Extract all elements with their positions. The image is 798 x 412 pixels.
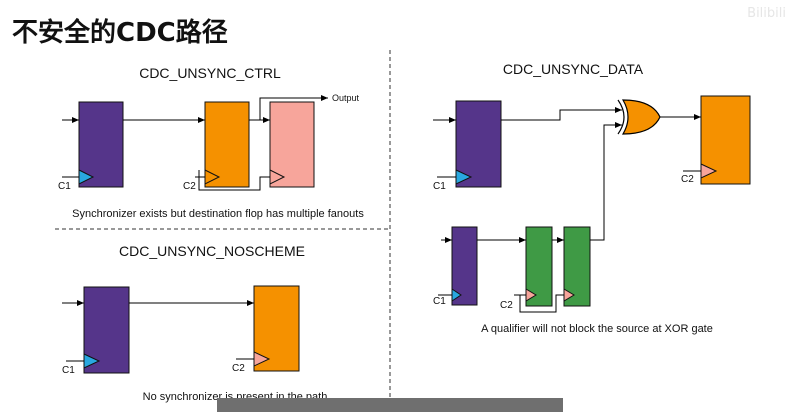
page-title: 不安全的CDC路径 xyxy=(12,18,228,48)
data-clock-c1-bottom: C1 xyxy=(433,296,446,307)
ctrl-source-flop xyxy=(78,101,124,188)
ctrl-sync-flop xyxy=(204,101,250,188)
ctrl-output-label: Output xyxy=(332,93,360,103)
panel-unsync-data: CDC_UNSYNC_DATA C1 C2 C1 C2 xyxy=(433,61,751,335)
panel-unsync-ctrl: CDC_UNSYNC_CTRL C1 C2 Output Synchronize… xyxy=(58,65,364,220)
ctrl-clock-c2: C2 xyxy=(183,181,196,192)
noscheme-title: CDC_UNSYNC_NOSCHEME xyxy=(119,243,305,259)
data-clock-c2-sync: C2 xyxy=(500,300,513,311)
data-source-flop xyxy=(455,100,502,188)
xor-gate xyxy=(617,99,661,135)
data-title: CDC_UNSYNC_DATA xyxy=(503,61,644,77)
data-clock-c1-top: C1 xyxy=(433,181,446,192)
noscheme-clock-c2: C2 xyxy=(232,363,245,374)
ctrl-clock-c1: C1 xyxy=(58,181,71,192)
ctrl-title: CDC_UNSYNC_CTRL xyxy=(139,65,281,81)
watermark: Bilibili xyxy=(747,6,786,21)
noscheme-clock-c1: C1 xyxy=(62,365,75,376)
panel-unsync-noscheme: CDC_UNSYNC_NOSCHEME C1 C2 No synchronize… xyxy=(62,243,327,403)
data-clock-c2-dst: C2 xyxy=(681,174,694,185)
ctrl-destination-flop xyxy=(269,101,315,188)
data-caption: A qualifier will not block the source at… xyxy=(481,323,713,335)
subtitle-bar xyxy=(217,398,563,412)
ctrl-caption: Synchronizer exists but destination flop… xyxy=(72,208,364,220)
